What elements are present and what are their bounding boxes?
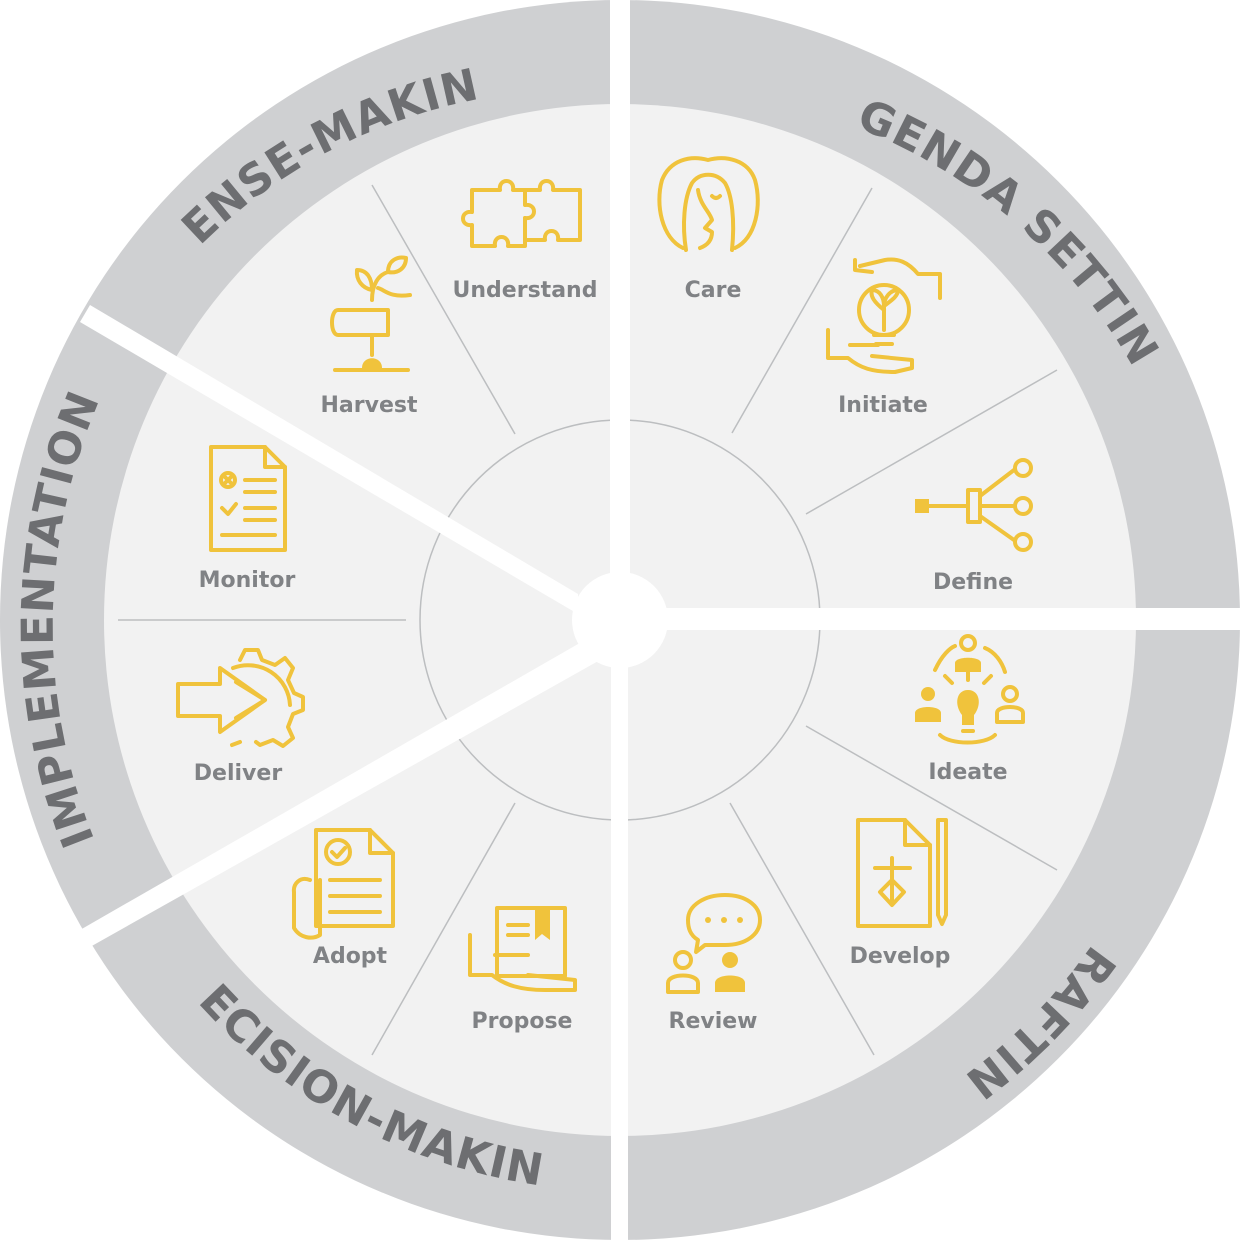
network-icon bbox=[915, 458, 1033, 552]
step-label-ideate: Ideate bbox=[928, 760, 1007, 785]
document-pen-icon bbox=[856, 818, 948, 928]
hand-document-icon bbox=[468, 906, 577, 992]
hand-plant-icon bbox=[330, 255, 412, 372]
step-label-initiate: Initiate bbox=[838, 393, 928, 418]
step-label-develop: Develop bbox=[850, 944, 951, 969]
step-label-harvest: Harvest bbox=[321, 393, 418, 418]
step-label-deliver: Deliver bbox=[194, 761, 283, 786]
step-label-care: Care bbox=[685, 278, 742, 303]
group-idea-icon bbox=[915, 634, 1025, 745]
approved-document-icon bbox=[291, 828, 395, 940]
hands-lightbulb-icon bbox=[826, 257, 942, 374]
step-label-propose: Propose bbox=[472, 1009, 573, 1034]
gear-arrow-icon bbox=[176, 648, 305, 748]
checklist-icon bbox=[209, 445, 287, 552]
chat-people-icon bbox=[666, 893, 762, 994]
puzzle-icon bbox=[461, 179, 582, 248]
head-icon bbox=[657, 156, 760, 252]
step-label-review: Review bbox=[669, 1009, 758, 1034]
step-label-understand: Understand bbox=[453, 278, 598, 303]
phase-gaps bbox=[80, 0, 1241, 1241]
step-label-monitor: Monitor bbox=[199, 568, 296, 593]
step-label-adopt: Adopt bbox=[313, 944, 388, 969]
step-label-define: Define bbox=[933, 570, 1013, 595]
